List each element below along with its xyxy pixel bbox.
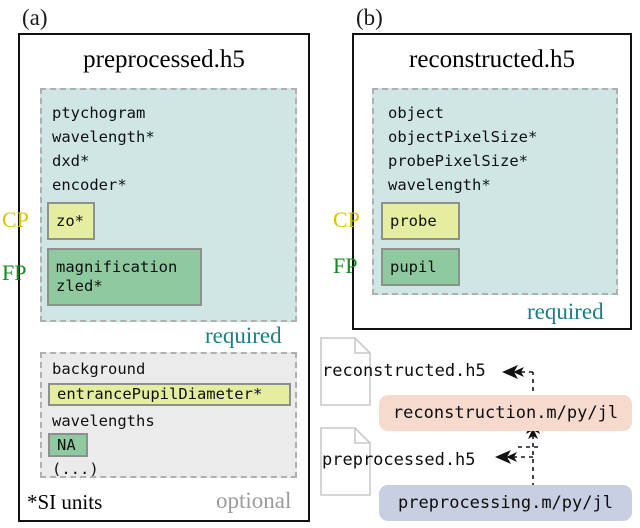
- panel-a-opt-chip-entrancepupildiameter: entrancePupilDiameter*: [48, 383, 291, 406]
- panel-b-chip-pupil: pupil: [381, 248, 460, 286]
- panel-b-field-object: object: [388, 104, 444, 122]
- panel-a-footnote: *SI units: [27, 490, 103, 514]
- panel-b-tag: (b): [356, 5, 383, 30]
- panel-a-field-ptychogram: ptychogram: [52, 104, 146, 122]
- panel-a-required-caption: required: [205, 323, 282, 348]
- panel-b-chip-pupil-label: pupil: [390, 257, 437, 276]
- panel-a-chip-fp-line-1: magnification: [56, 258, 178, 276]
- flow-arrowhead-to-preprocessed: [495, 450, 517, 464]
- flow-file-preprocessed-label: preprocessed.h5: [322, 450, 476, 470]
- panel-a-field-encoder: encoder*: [52, 176, 127, 194]
- flow-arrowhead-to-reconstructed: [502, 365, 524, 379]
- flow-file-reconstructed-label: reconstructed.h5: [322, 361, 486, 381]
- panel-a-opt-field-ellipsis: (...): [52, 460, 99, 478]
- panel-b-field-wavelength: wavelength*: [388, 176, 491, 194]
- panel-a-opt-chip-na: NA: [48, 433, 88, 457]
- panel-b-field-probepixelsize: probePixelSize*: [388, 152, 528, 170]
- panel-b-side-label-fp: FP: [333, 253, 358, 278]
- panel-a-opt-chip-na-label: NA: [57, 435, 76, 454]
- panel-a-side-label-cp: CP: [2, 207, 29, 232]
- panel-a-chip-zo-line-1: zo*: [56, 211, 84, 230]
- panel-a-side-label-fp: FP: [2, 260, 27, 285]
- panel-a-opt-field-background: background: [52, 360, 146, 378]
- flow-pill-preprocessing: preprocessing.m/py/jl: [379, 485, 632, 521]
- panel-a-optional-caption: optional: [216, 488, 292, 513]
- panel-a-opt-chip-entrancepupildiameter-label: entrancePupilDiameter*: [57, 385, 263, 403]
- panel-a-field-wavelength: wavelength*: [52, 128, 155, 146]
- panel-b-required-caption: required: [527, 299, 604, 324]
- panel-b-side-label-cp: CP: [333, 207, 360, 232]
- flow-pill-reconstruction: reconstruction.m/py/jl: [379, 395, 632, 431]
- panel-a-title: preprocessed.h5: [83, 46, 245, 73]
- panel-a-opt-field-wavelengths: wavelengths: [52, 412, 155, 430]
- panel-a-chip-zo: zo*: [47, 202, 95, 240]
- panel-b-title: reconstructed.h5: [409, 46, 575, 73]
- panel-a-tag: (a): [22, 5, 48, 30]
- panel-b-chip-probe-label: probe: [390, 211, 437, 230]
- panel-a-chip-fp-line-2: zled*: [56, 277, 103, 295]
- panel-a-chip-fp: magnification zled*: [47, 248, 202, 306]
- panel-a-optional-group: [40, 352, 297, 478]
- panel-b-chip-probe: probe: [381, 202, 460, 240]
- panel-b-field-objectpixelsize: objectPixelSize*: [388, 128, 538, 146]
- panel-a-field-dxd: dxd*: [52, 152, 90, 170]
